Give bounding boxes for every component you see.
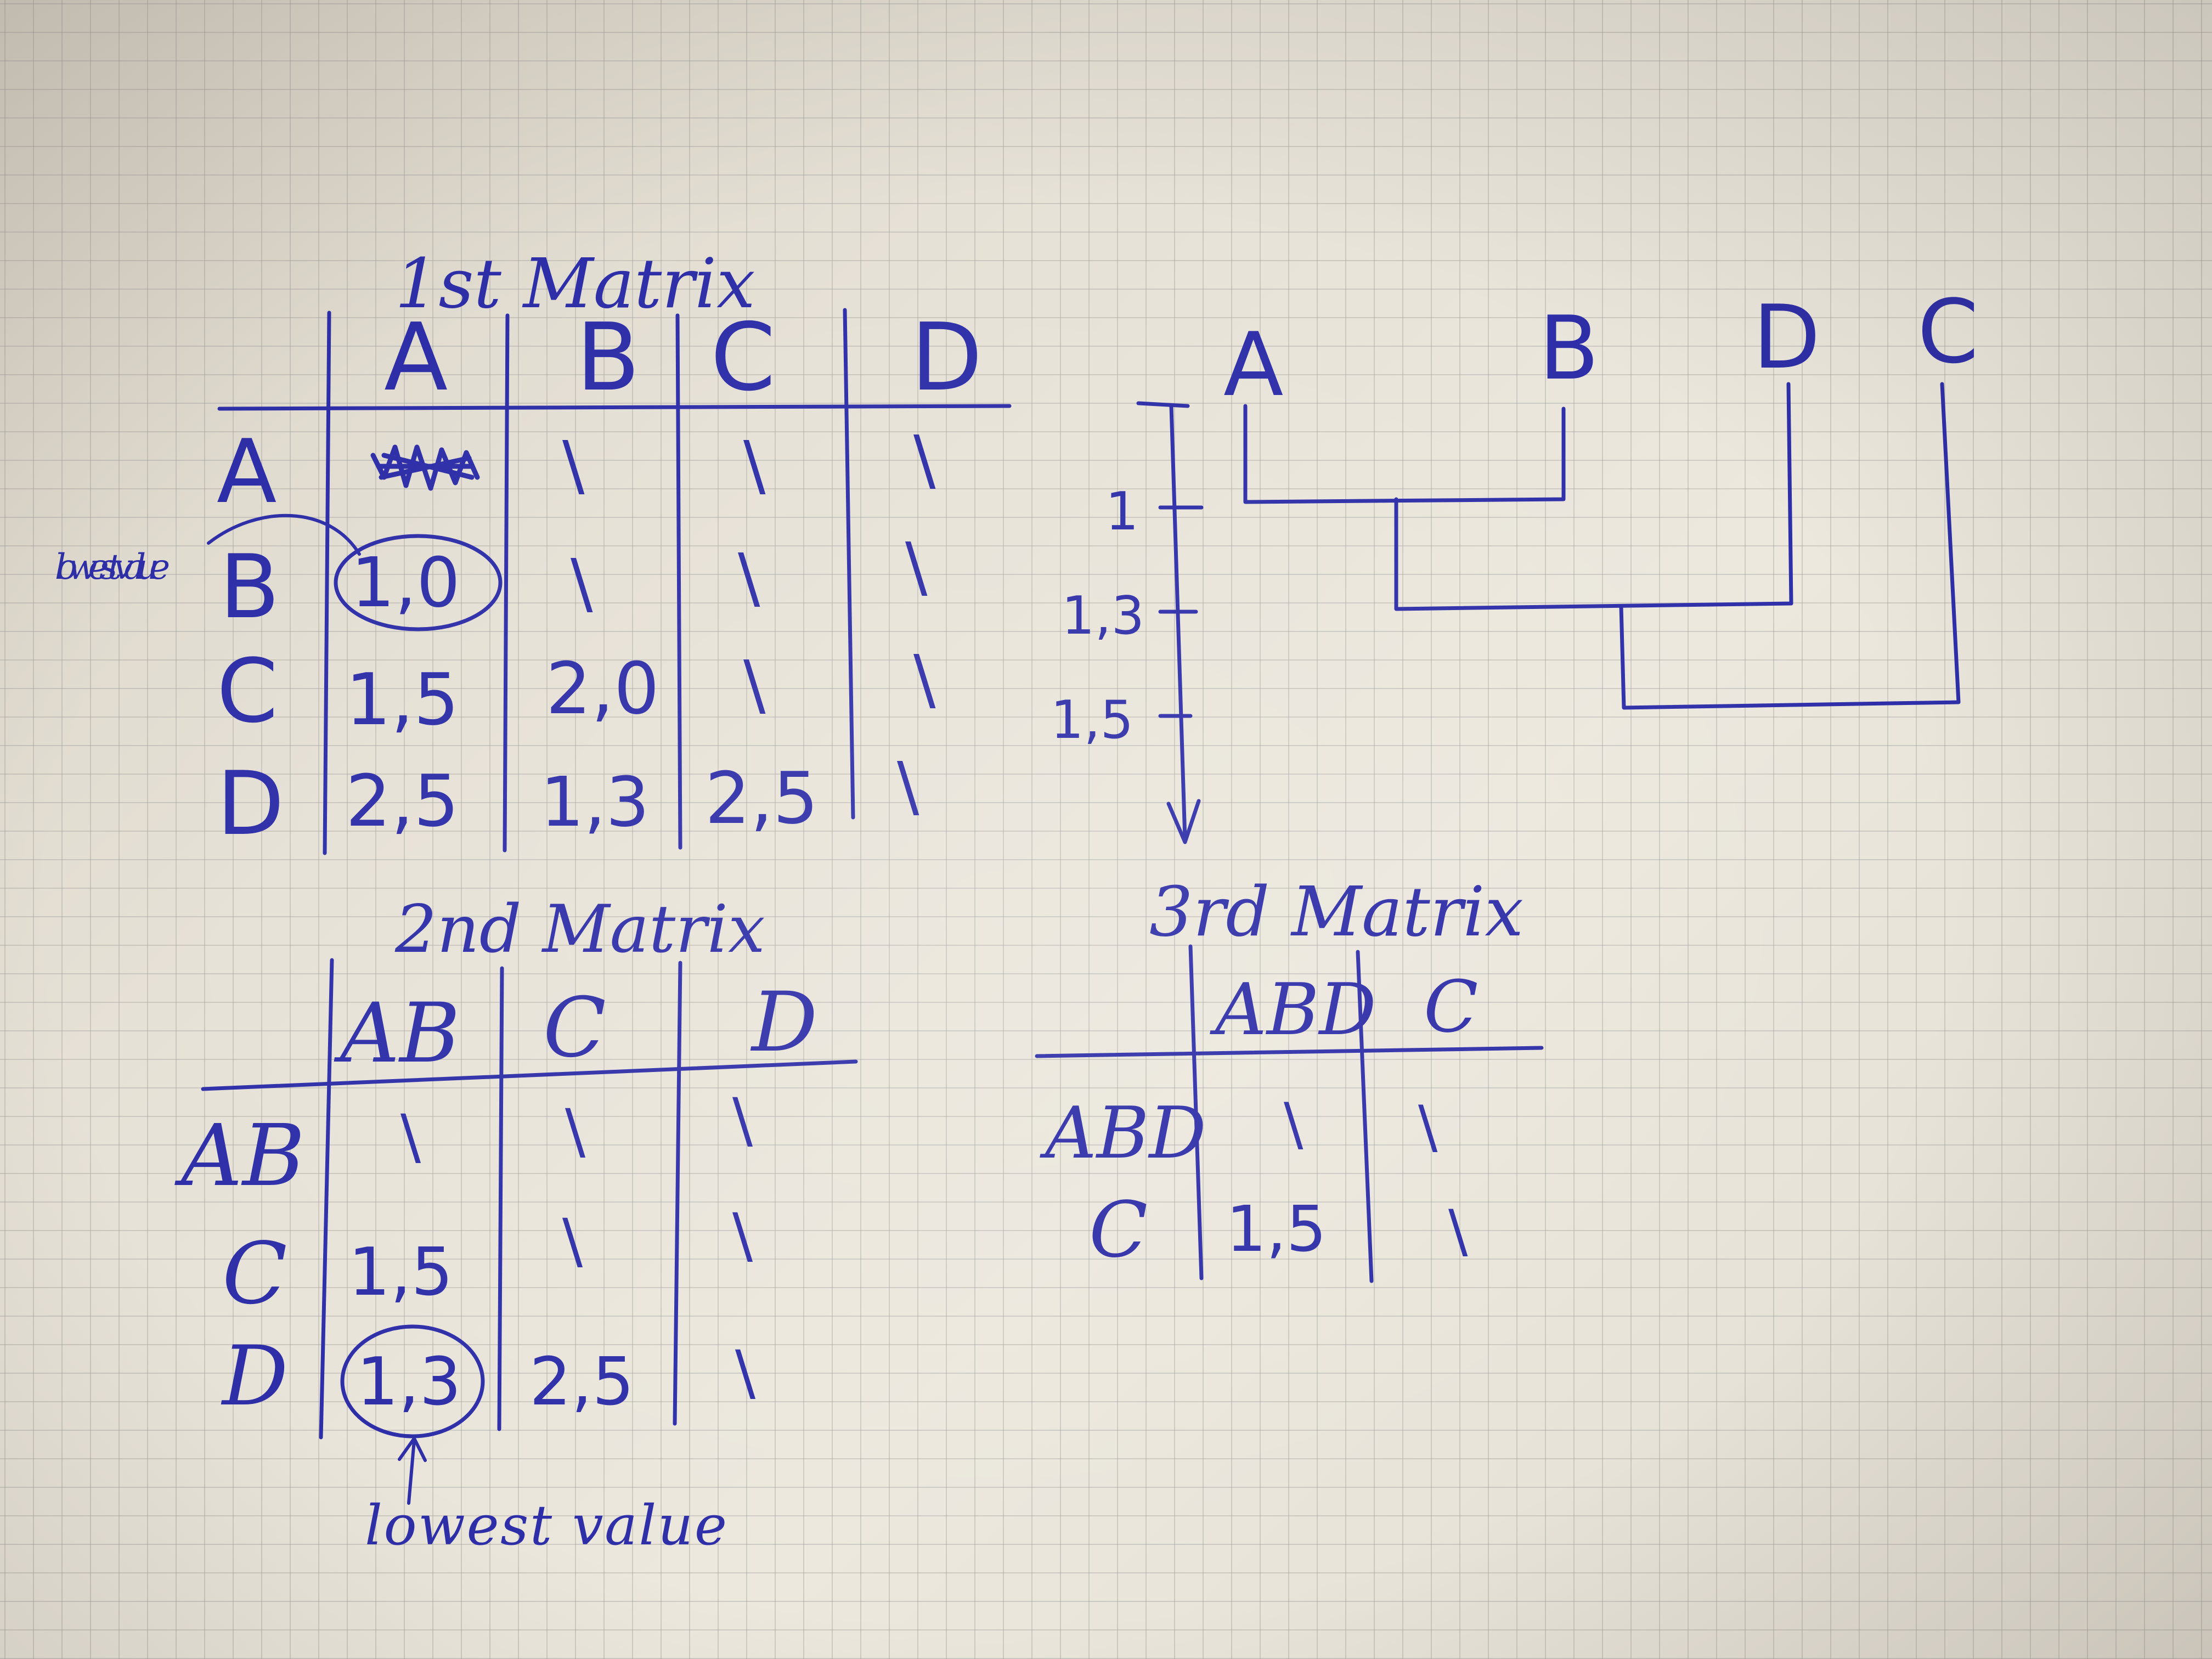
matrix-1-title: 1st Matrix [395,244,755,324]
matrix-1-col-a: A [384,303,448,412]
matrix-3-row-c: C [1089,1186,1148,1275]
matrix-1-cell-c-c: \ [743,647,766,724]
dendrogram-leaf-c: C [1917,280,1979,383]
matrix-2-lowest-circle [340,1324,485,1438]
matrix-2-title: 2nd Matrix [394,891,765,968]
dendrogram-tick-1-5: 1,5 [1051,690,1133,751]
matrix-1-cell-b-a: 1,0 [351,543,460,623]
matrix-3-row-abd: ABD [1040,1091,1206,1175]
matrix-1: 1st Matrix A B C D A B C D \ \ \ 1,0 \ [55,244,1012,855]
matrix-3-cell-c-c: \ [1448,1198,1468,1265]
matrix-3-grid [1035,944,1544,1283]
matrix-2-cell-ab-d: \ [732,1085,753,1155]
matrix-2-cell-c-d: \ [732,1200,753,1271]
matrix-1-row-b: B [219,535,280,638]
dendrogram-axis [1136,401,1204,844]
matrix-3-col-c: C [1424,965,1478,1048]
matrix-2: 2nd Matrix AB C D AB C D \ \ \ 1,5 \ \ 1… [174,891,858,1558]
matrix-2-cell-c-ab: 1,5 [348,1234,453,1311]
matrix-3: 3rd Matrix ABD C ABD C \ \ 1,5 \ [1035,872,1544,1283]
matrix-2-cell-ab-ab: \ [400,1102,421,1172]
matrix-1-note: lowest value [55,547,170,588]
matrix-1-row-d: D [217,752,284,855]
matrix-3-cell-abd-abd: \ [1284,1091,1304,1158]
matrix-1-cell-a-c: \ [743,428,766,504]
matrix-1-scribble [370,444,480,491]
matrix-2-row-d: D [221,1329,288,1424]
matrix-1-cell-b-b: \ [571,546,593,622]
matrix-2-col-c: C [543,980,606,1076]
matrix-2-cell-d-ab: 1,3 [357,1344,461,1420]
matrix-2-note: lowest value [365,1493,727,1558]
matrix-1-col-b: B [576,303,640,412]
dendrogram-links [1243,382,1961,710]
matrix-3-cell-abd-c: \ [1418,1093,1438,1160]
matrix-1-cell-b-d: \ [905,529,928,606]
matrix-2-cell-c-c: \ [562,1206,583,1276]
matrix-1-grid [217,308,1012,855]
matrix-2-col-d: D [750,975,817,1070]
matrix-3-cell-c-abd: 1,5 [1226,1193,1327,1266]
matrix-1-row-a: A [217,420,276,523]
matrix-1-cell-a-b: \ [562,428,585,504]
matrix-2-cell-ab-c: \ [565,1096,586,1166]
matrix-1-cell-b-c: \ [738,540,760,617]
matrix-2-cell-d-d: \ [735,1338,756,1408]
matrix-1-cell-d-d: \ [897,749,919,825]
dendrogram-leaf-d: D [1753,286,1820,388]
dendrogram-tick-1-3: 1,3 [1062,586,1144,646]
matrix-1-cell-c-d: \ [913,642,936,718]
matrix-1-cell-d-c: 2,5 [705,757,819,840]
matrix-3-title: 3rd Matrix [1149,872,1523,952]
matrix-1-cell-c-a: 1,5 [346,658,459,741]
matrix-2-row-c: C [222,1224,287,1323]
matrix-1-cell-d-b: 1,3 [540,763,650,842]
matrix-1-col-c: C [710,303,776,412]
matrix-2-cell-d-c: 2,5 [529,1344,634,1420]
matrix-2-row-ab: AB [174,1106,305,1205]
matrix-1-note-connector [207,514,361,556]
dendrogram-merge-ab-d [1394,382,1793,611]
matrix-1-cell-c-b: 2,0 [546,647,659,730]
dendrogram-leaf-b: B [1539,297,1599,399]
dendrogram-merge-a-b [1243,404,1566,504]
matrix-1-row-c: C [217,640,278,742]
dendrogram-leaf-a: A [1223,313,1283,416]
matrix-1-cell-d-a: 2,5 [346,759,459,843]
matrix-2-note-arrow [398,1437,427,1505]
matrix-1-cell-a-d: \ [913,422,936,499]
matrix-3-col-abd: ABD [1210,968,1376,1051]
matrix-1-lowest-circle [334,534,503,631]
dendrogram: A B D C 1 1,3 1,5 [1051,280,1979,844]
matrix-2-col-ab: AB [334,986,460,1081]
dendrogram-tick-1: 1 [1105,482,1138,542]
dendrogram-merge-abd-c [1619,382,1961,710]
matrix-1-col-d: D [911,303,983,412]
matrix-2-grid [201,958,858,1440]
